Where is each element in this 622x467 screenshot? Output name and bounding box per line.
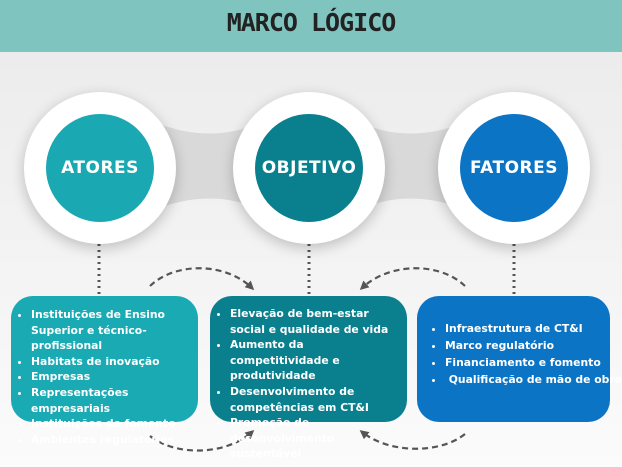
arrow-bottom-left (149, 430, 255, 452)
circle-fatores: FATORES (438, 92, 590, 244)
circle-fatores-inner: FATORES (460, 114, 568, 222)
list-item: Infraestrutura de CT&I (445, 320, 602, 337)
circle-atores-label: ATORES (61, 158, 139, 178)
list-item: Representações empresariais (31, 385, 190, 416)
list-item: Empresas (31, 369, 190, 385)
arrow-top-right (359, 267, 466, 291)
circle-objetivo-label: OBJETIVO (261, 158, 357, 178)
arrow-bottom-right (359, 430, 466, 450)
atores-box: Instituições de Ensino Superior e técnic… (11, 296, 198, 446)
list-item: Instituições de fomento (31, 416, 190, 432)
circle-objetivo-inner: OBJETIVO (255, 114, 363, 222)
circle-objetivo: OBJETIVO (233, 92, 385, 244)
list-item: Financiamento e fomento (445, 354, 602, 371)
list-item: Habitats de inovação (31, 354, 190, 370)
list-item: Desenvolvimento de competências em CT&I (230, 384, 399, 415)
list-item: Ambientes regulatórios (31, 432, 190, 448)
list-item: Marco regulatório (445, 337, 602, 354)
fatores-list: Infraestrutura de CT&I Marco regulatório… (431, 320, 622, 388)
objetivo-list: Elevação de bem-estar social e qualidade… (216, 306, 399, 462)
circle-atores-inner: ATORES (46, 114, 154, 222)
circle-atores: ATORES (24, 92, 176, 244)
page-title: MARCO LÓGICO (226, 8, 397, 37)
circle-fatores-label: FATORES (470, 158, 558, 178)
header-bar (0, 0, 622, 52)
atores-list: Instituições de Ensino Superior e técnic… (17, 307, 190, 447)
arrow-top-left (149, 267, 255, 291)
list-item: Qualificação de mão de obra (445, 371, 622, 388)
list-item: Instituições de Ensino Superior e técnic… (31, 307, 190, 354)
list-item: Aumento da competitividade e produtivida… (230, 337, 399, 384)
objetivo-box: Elevação de bem-estar social e qualidade… (210, 296, 407, 460)
list-item: Promoção de desenvolvimento sustentável (230, 415, 399, 462)
fatores-box: Infraestrutura de CT&I Marco regulatório… (417, 296, 622, 422)
list-item: Elevação de bem-estar social e qualidade… (230, 306, 399, 337)
